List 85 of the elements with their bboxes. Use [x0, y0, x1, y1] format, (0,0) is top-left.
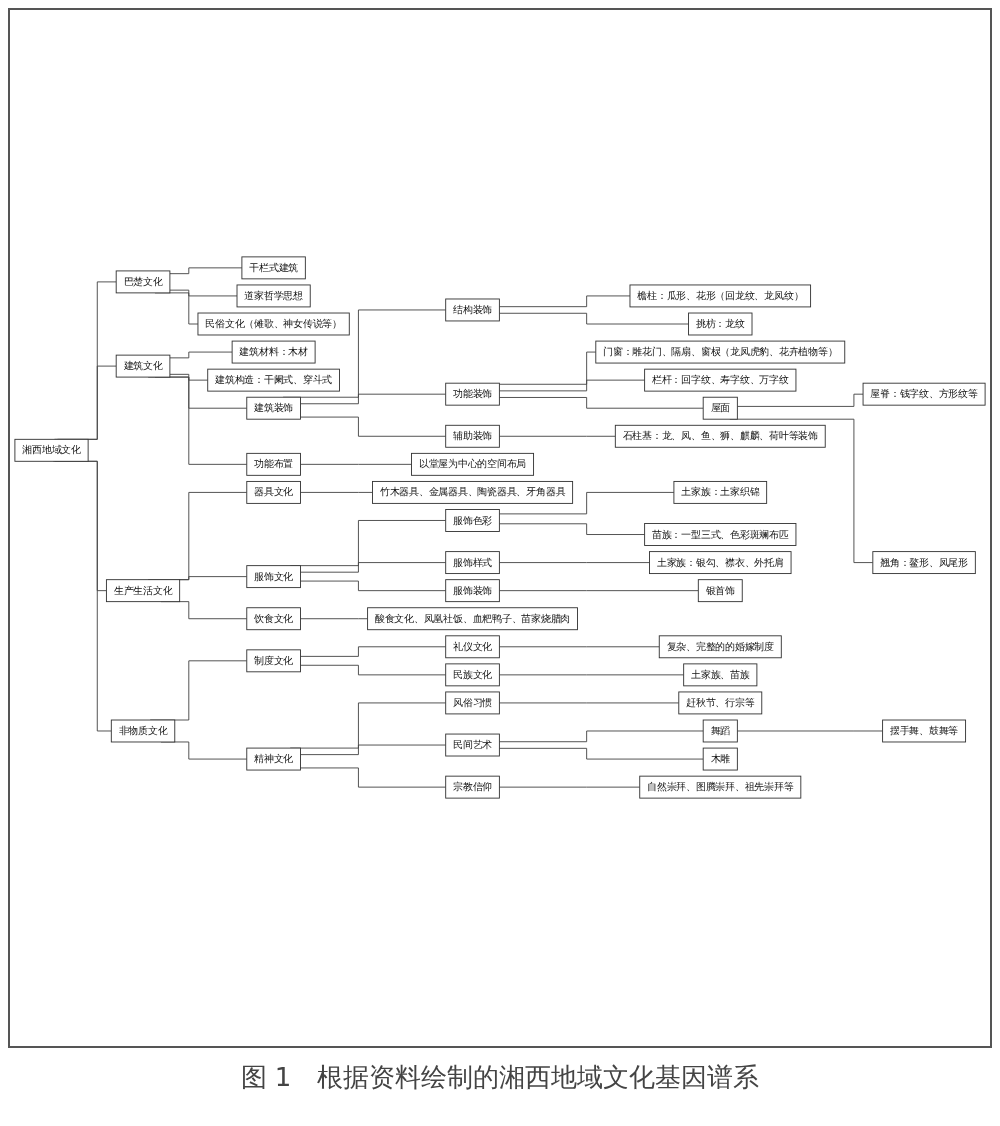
connector [498, 590, 699, 592]
node-box [697, 579, 743, 603]
node-box [110, 720, 176, 743]
node-box [445, 734, 500, 757]
connector [169, 352, 233, 359]
connector [736, 731, 884, 732]
node-box [246, 565, 301, 589]
node-box [197, 313, 350, 336]
connector [498, 436, 616, 438]
node-box [595, 341, 846, 364]
connector [169, 290, 238, 297]
node-box [702, 748, 738, 771]
connector [498, 702, 680, 704]
node-box [644, 523, 797, 547]
node-box [445, 776, 500, 800]
connector [300, 745, 447, 756]
node-box [678, 692, 763, 715]
node-box [872, 551, 976, 575]
node-box [445, 692, 500, 715]
node-box [14, 439, 89, 463]
node-box [445, 579, 500, 603]
node-box [882, 720, 967, 743]
node-box [649, 551, 792, 575]
figure-caption: 图 1 根据资料绘制的湘西地域文化基因谱系 [240, 1064, 760, 1094]
node-box [445, 383, 500, 407]
node-box [445, 635, 500, 659]
connector [498, 674, 685, 676]
node-box [639, 776, 802, 800]
node-box [445, 509, 500, 533]
connector [300, 618, 369, 620]
node-box [367, 607, 578, 631]
node-box [445, 551, 500, 575]
connector [498, 731, 704, 743]
node-box [614, 425, 826, 449]
node-box [372, 481, 574, 505]
node-box [683, 663, 758, 687]
node-box [246, 607, 301, 631]
connector [300, 768, 447, 789]
connector [300, 665, 447, 676]
node-box [862, 383, 986, 407]
connector [498, 748, 704, 761]
node-box [246, 453, 301, 477]
node-box [702, 720, 738, 743]
node-box [688, 313, 753, 336]
connector [498, 397, 704, 410]
connector [169, 374, 209, 382]
connector [498, 313, 689, 325]
connector [498, 646, 660, 648]
node-box [207, 369, 340, 393]
node-box [673, 481, 768, 505]
connector [178, 576, 248, 581]
node-box [105, 579, 181, 603]
node-box [115, 270, 171, 294]
node-box [236, 285, 311, 308]
node-box [241, 256, 306, 280]
connector [498, 787, 641, 789]
node-box [115, 355, 171, 379]
connector [300, 492, 373, 494]
connector [736, 394, 864, 408]
connector [498, 295, 631, 308]
connector [300, 562, 447, 574]
node-box [246, 481, 301, 505]
connector [300, 581, 447, 592]
connector [498, 562, 650, 564]
connector [498, 492, 675, 515]
connector [300, 417, 447, 438]
node-box [246, 748, 301, 771]
node-box [231, 341, 316, 364]
node-box [702, 397, 738, 421]
node-box [658, 635, 782, 659]
node-box [445, 299, 500, 322]
node-box [246, 397, 301, 421]
node-box [445, 663, 500, 687]
node-box [644, 369, 797, 393]
node-box [246, 649, 301, 673]
node-box [445, 425, 500, 449]
node-box [411, 453, 534, 477]
connector [169, 267, 243, 275]
connector [498, 380, 646, 392]
connector [498, 523, 646, 536]
node-box [629, 285, 812, 308]
connector [300, 646, 447, 658]
connector [300, 464, 412, 466]
connector [300, 394, 447, 405]
connector [498, 352, 597, 386]
